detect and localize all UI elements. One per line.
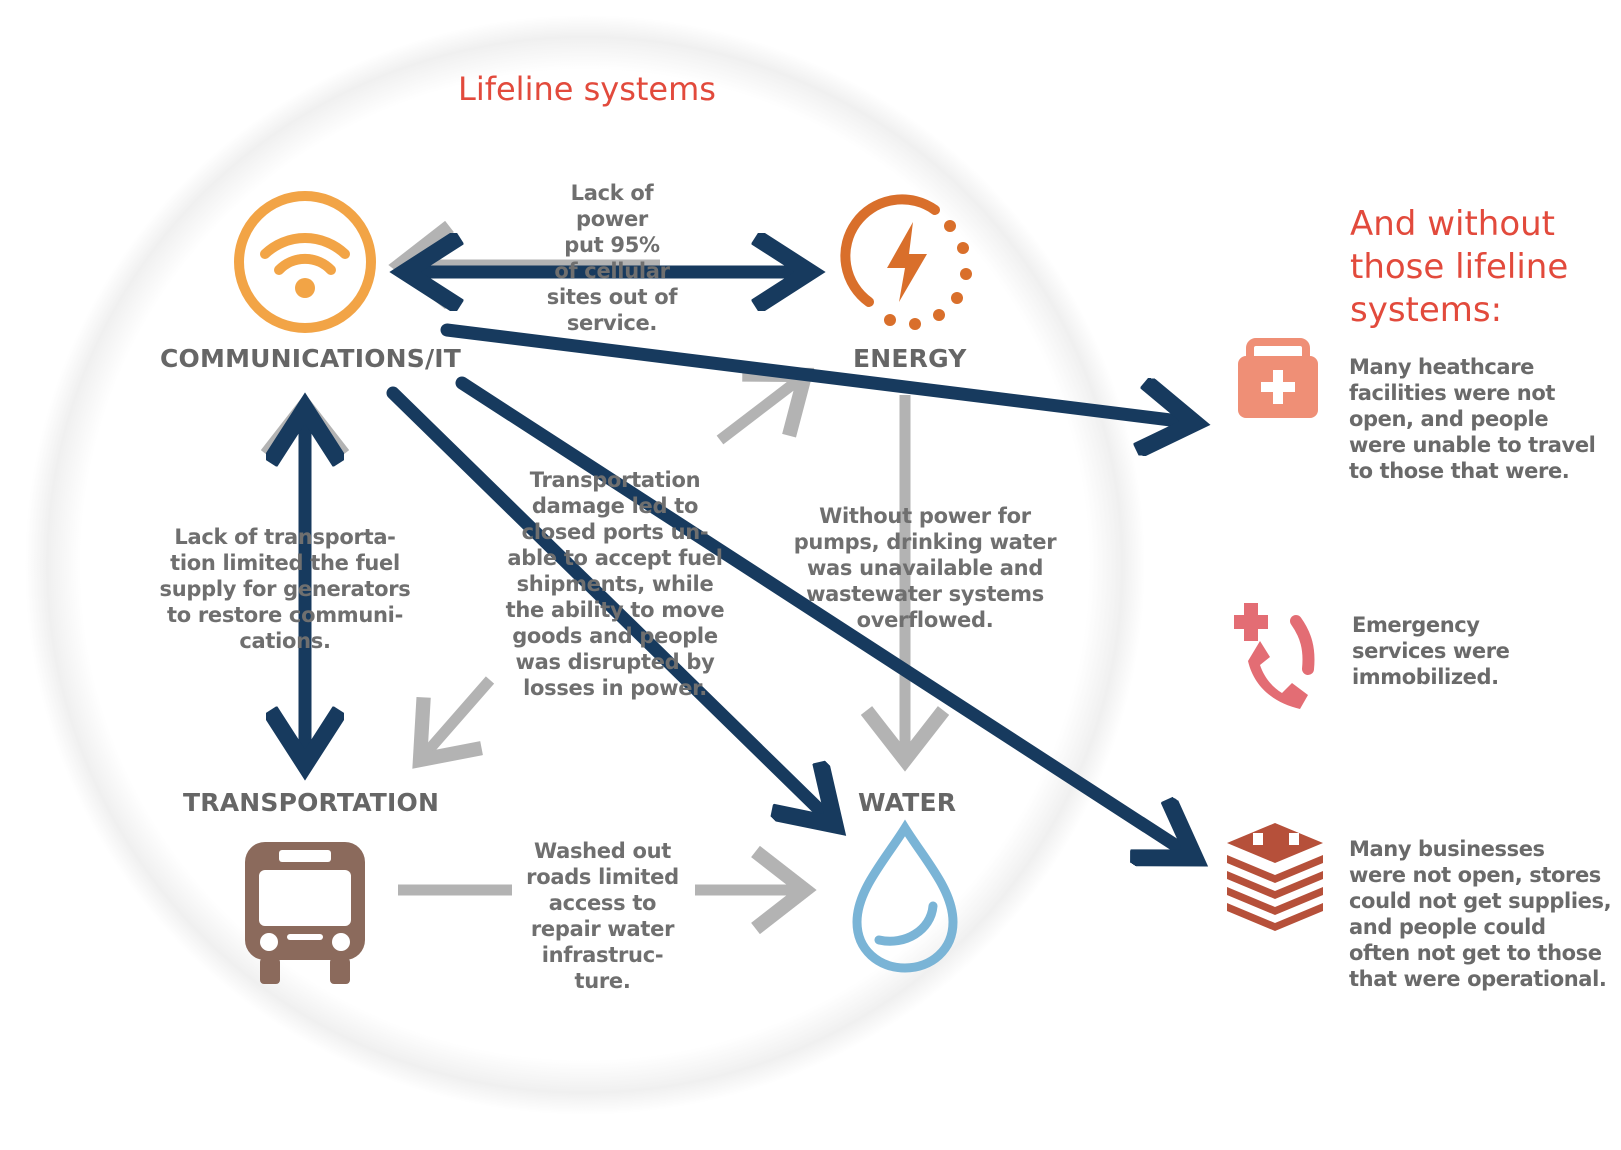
node-label-transportation: TRANSPORTATION (183, 788, 440, 817)
node-label-water: WATER (858, 788, 957, 817)
navy-arrow-comm-to-water (386, 386, 835, 825)
water-drop-icon (852, 819, 958, 973)
arrow-energy-to-transport (420, 676, 495, 760)
link-text-transport-comm: Lack of transporta- tion limited the fue… (159, 525, 411, 653)
wifi-icon (234, 191, 376, 333)
overlay-arrows (305, 272, 1195, 858)
outcome-healthcare-text: Many heathcare facilities were not open,… (1349, 355, 1596, 483)
navy-arrow-comm-to-healthcare (440, 323, 1195, 423)
lightning-bolt-icon (840, 194, 972, 330)
bus-icon (245, 842, 365, 984)
outcome-emergency-text: Emergency services were immobilized. (1352, 613, 1510, 689)
diagram-title: Lifeline systems (458, 70, 716, 108)
first-aid-kit-icon (1238, 338, 1318, 418)
link-text-transport-water: Washed out roads limited access to repai… (526, 839, 679, 993)
node-label-energy: ENERGY (853, 344, 967, 373)
emergency-phone-icon (1234, 603, 1315, 709)
outcomes-heading: And without those lifeline systems: (1350, 204, 1569, 330)
outcome-business-text: Many businesses were not open, stores co… (1349, 837, 1612, 991)
link-text-energy-water: Without power for pumps, drinking water … (793, 504, 1057, 632)
arrow-transport-to-energy (716, 375, 805, 445)
navy-arrow-comm-to-business (455, 376, 1195, 858)
link-text-comm-energy: Lack of power put 95% of cellular sites … (546, 181, 678, 335)
node-label-communications: COMMUNICATIONS/IT (160, 344, 462, 373)
link-text-transport-energy: Transportation damage led to closed port… (505, 468, 725, 700)
businesses-stack-icon (1227, 823, 1323, 931)
